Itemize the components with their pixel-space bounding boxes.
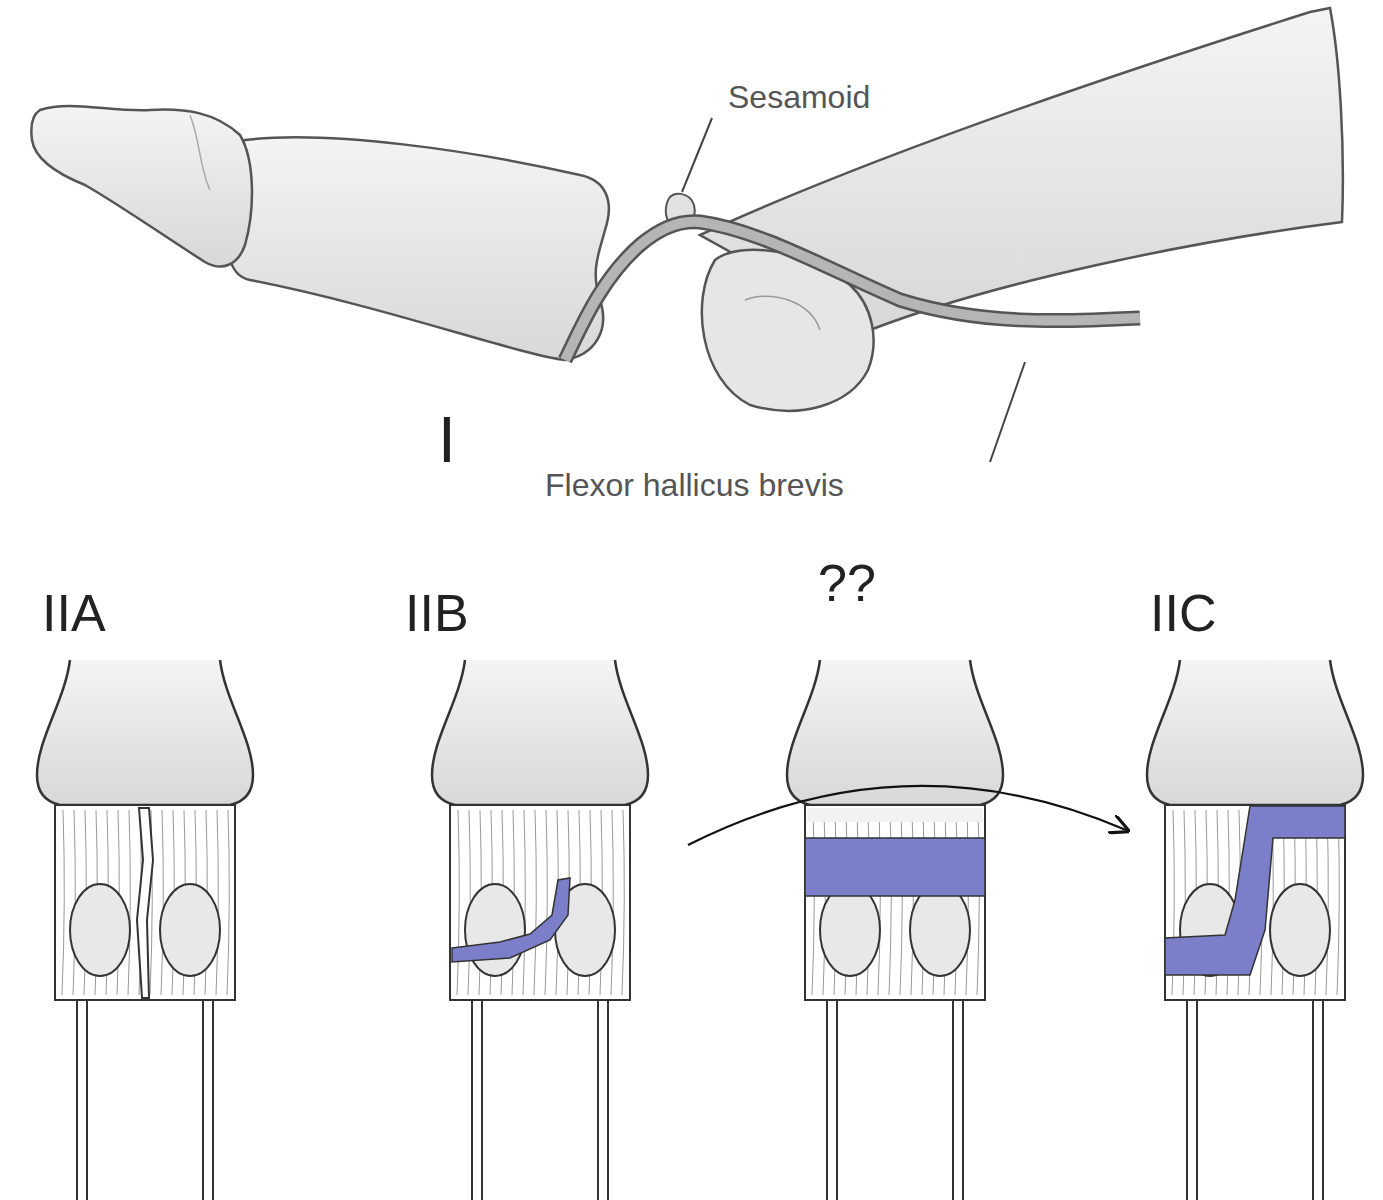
plantar-plate-panel <box>1147 660 1363 1200</box>
plantar-plate-panel <box>787 660 1003 1200</box>
distal-phalanx <box>31 106 252 267</box>
part-label: Sesamoid <box>728 80 870 115</box>
plantar-plate-panel <box>37 660 253 1200</box>
part-label: Flexor hallicus brevis <box>545 468 844 503</box>
leader-line <box>990 362 1025 462</box>
grade-label: IIA <box>42 585 106 642</box>
grade-label: IIC <box>1150 585 1216 642</box>
leader-line <box>682 118 712 192</box>
grade-label: ?? <box>818 555 876 612</box>
plantar-plate-panel <box>432 660 648 1200</box>
great-toe-lateral-view <box>31 8 1343 462</box>
progression-arrow <box>688 786 1126 845</box>
proximal-phalanx <box>228 137 609 360</box>
flexor-tendon-outline <box>565 222 1140 360</box>
grade-label: IIB <box>405 585 469 642</box>
flexor-tendon <box>565 222 1140 360</box>
grade-label: I <box>438 405 456 475</box>
